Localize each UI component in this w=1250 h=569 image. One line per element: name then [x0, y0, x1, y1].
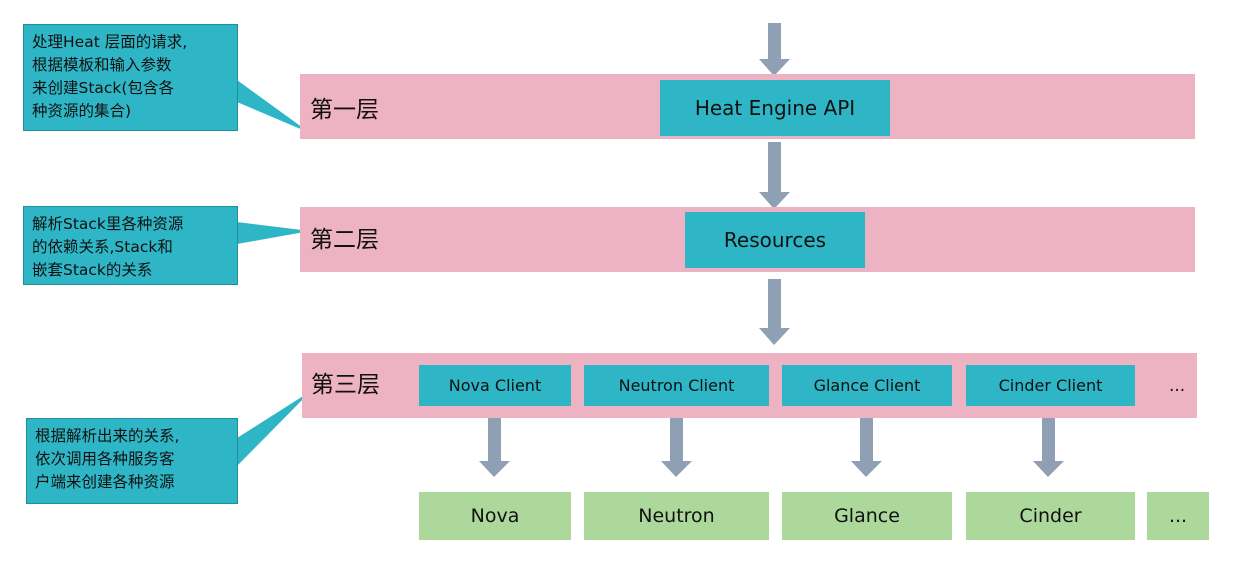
layer1-label: 第一层 — [310, 97, 379, 123]
callout-pointer-1 — [237, 80, 310, 133]
callout-text-line: 嵌套Stack的关系 — [32, 261, 153, 279]
arrow-layer1-to-layer2 — [759, 142, 790, 209]
glance-service-box: Glance — [782, 492, 952, 540]
arrow-cinder-client-to-cinder — [1033, 411, 1064, 477]
layer2-label: 第二层 — [310, 227, 379, 253]
neutron-service-box: Neutron — [584, 492, 769, 540]
heat-engine-api-box: Heat Engine API — [660, 80, 890, 136]
callout-text-line: 解析Stack里各种资源 — [32, 215, 184, 233]
callout-text-line: 处理Heat 层面的请求, — [32, 33, 188, 51]
callout-layer2: 解析Stack里各种资源 的依赖关系,Stack和 嵌套Stack的关系 — [23, 206, 238, 285]
callout-text-line: 根据解析出来的关系, — [35, 427, 180, 445]
callout-text-line: 依次调用各种服务客 — [35, 450, 175, 468]
callout-text-line: 来创建Stack(包含各 — [32, 79, 174, 97]
layer3-label: 第三层 — [311, 372, 380, 398]
resources-box: Resources — [685, 212, 865, 268]
callout-layer3: 根据解析出来的关系, 依次调用各种服务客 户端来创建各种资源 — [26, 418, 238, 504]
arrow-layer2-to-layer3 — [759, 279, 790, 345]
callout-layer1: 处理Heat 层面的请求, 根据模板和输入参数 来创建Stack(包含各 种资源… — [23, 24, 238, 131]
more-services-box: ... — [1147, 492, 1209, 540]
glance-client-box: Glance Client — [782, 365, 952, 406]
callout-text-line: 根据模板和输入参数 — [32, 56, 172, 74]
nova-client-box: Nova Client — [419, 365, 571, 406]
callout-pointer-2 — [237, 222, 310, 244]
callout-text-line: 的依赖关系,Stack和 — [32, 238, 173, 256]
cinder-client-box: Cinder Client — [966, 365, 1135, 406]
arrow-neutron-client-to-neutron — [661, 411, 692, 477]
callout-pointer-3 — [237, 391, 311, 466]
cinder-service-box: Cinder — [966, 492, 1135, 540]
arrow-input — [759, 23, 790, 76]
arrow-glance-client-to-glance — [851, 411, 882, 477]
callout-text-line: 种资源的集合) — [32, 102, 132, 120]
neutron-client-box: Neutron Client — [584, 365, 769, 406]
more-clients-ellipsis: ... — [1169, 376, 1186, 396]
callout-text-line: 户端来创建各种资源 — [35, 473, 175, 491]
arrow-nova-client-to-nova — [479, 411, 510, 477]
nova-service-box: Nova — [419, 492, 571, 540]
